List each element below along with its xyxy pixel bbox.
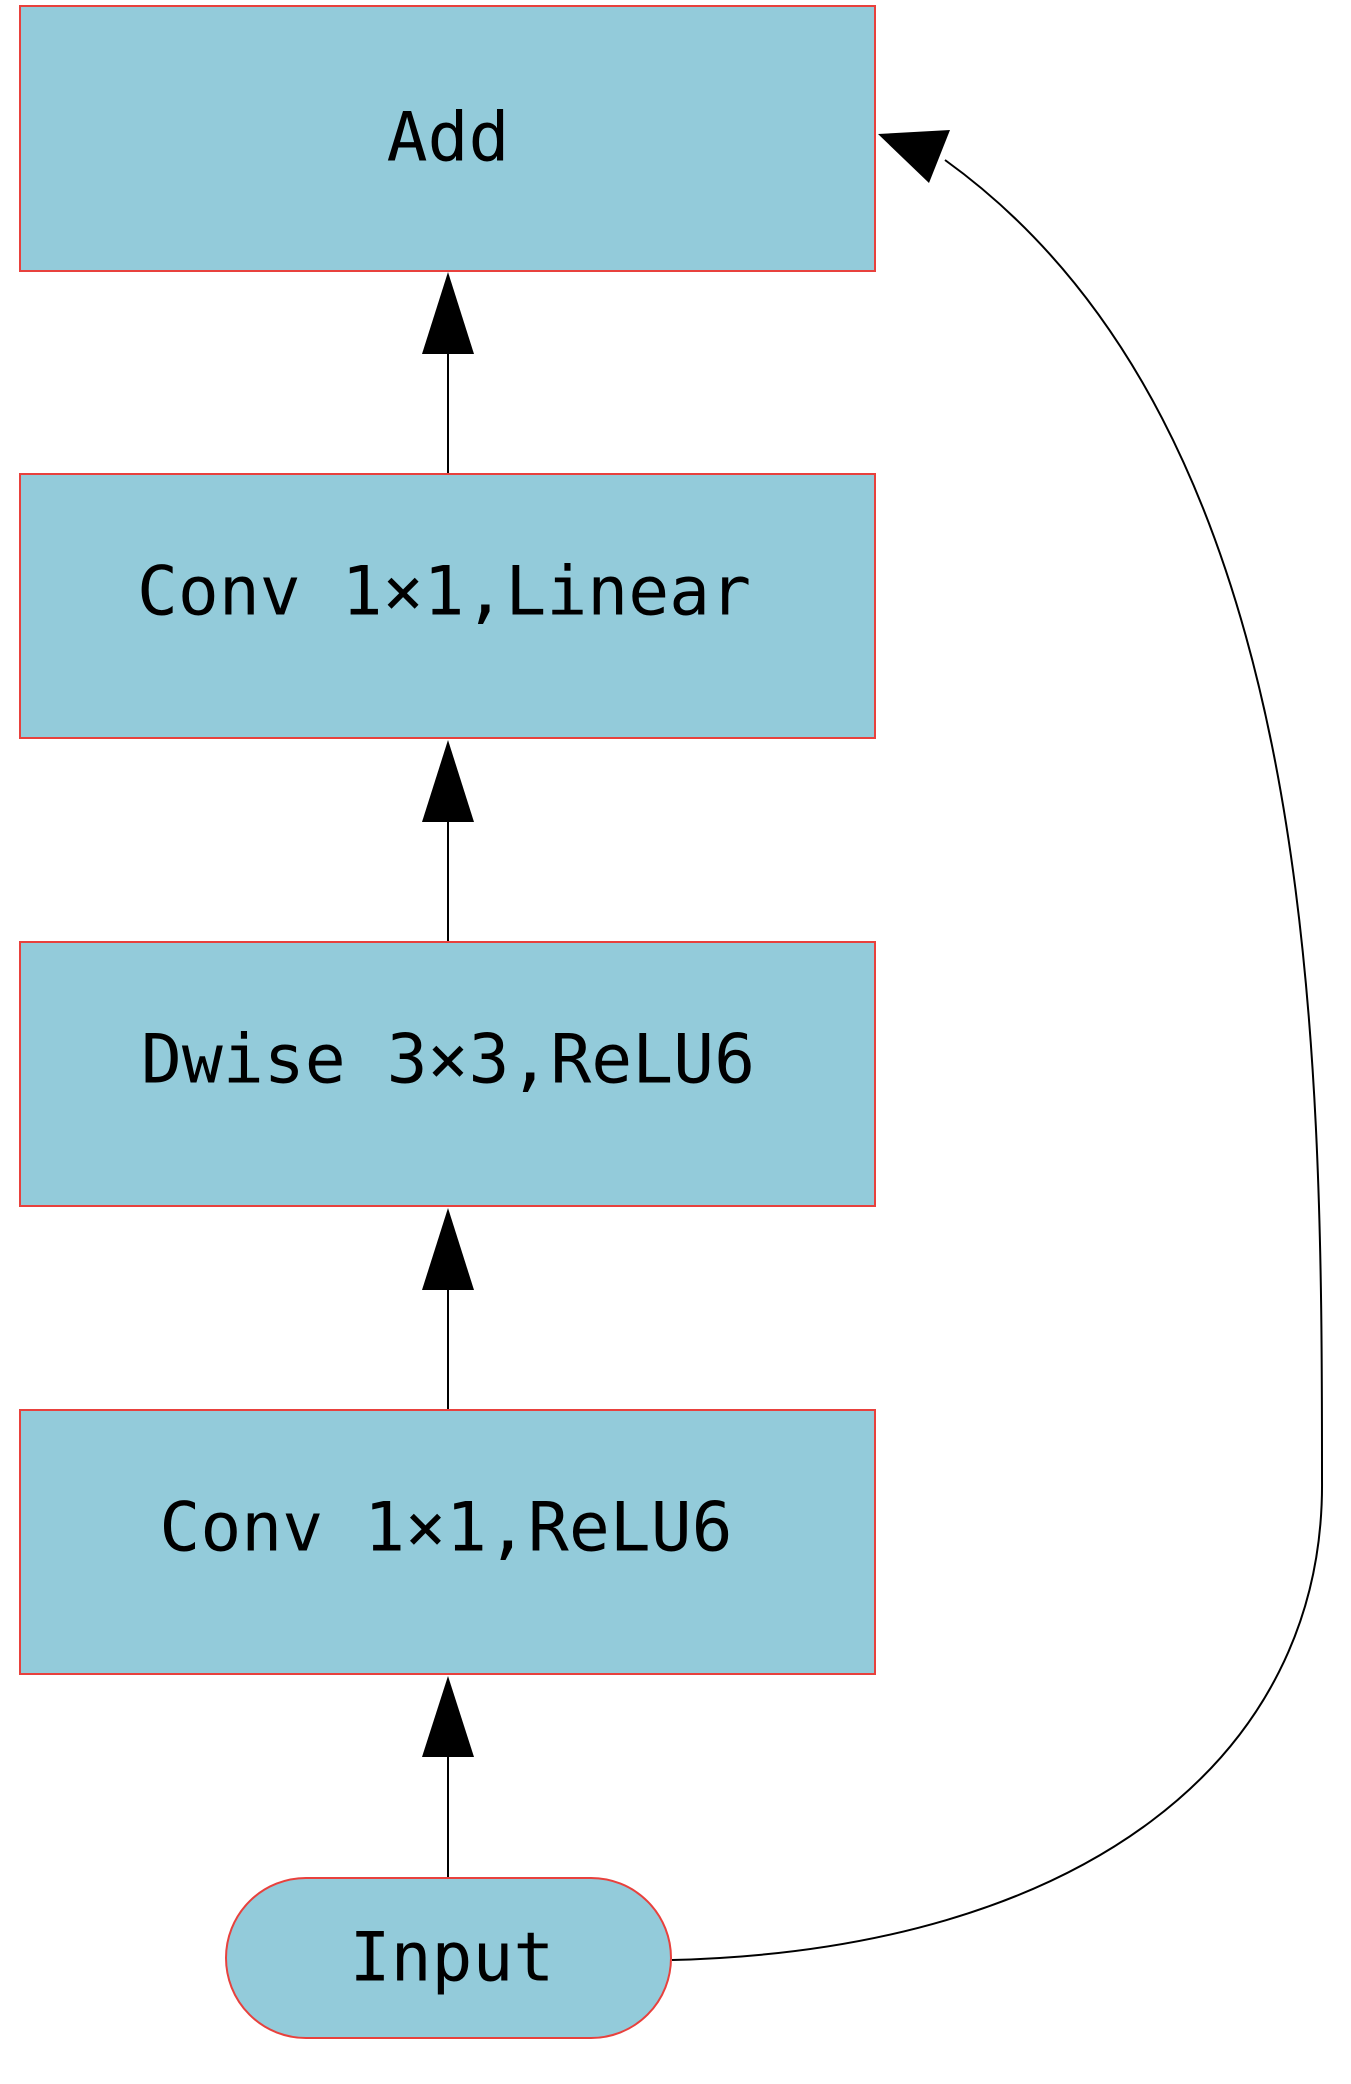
arrowhead-to-dwise: [422, 1208, 474, 1290]
node-dwise-label: Dwise 3×3,ReLU6: [141, 1021, 755, 1100]
arrowhead-to-add: [422, 272, 474, 354]
arrowhead-skip-connection: [878, 130, 950, 183]
node-input-box: [225, 1877, 672, 2039]
node-input-label: Input: [350, 1919, 555, 1998]
arrowhead-to-conv-linear: [422, 740, 474, 822]
node-add-box: [19, 5, 876, 272]
arrowhead-to-conv-relu6: [422, 1676, 474, 1757]
node-conv-relu6-box: [19, 1409, 876, 1675]
node-conv-linear-label: Conv 1×1,Linear: [137, 553, 751, 632]
edge-skip-connection: [671, 159, 1324, 1961]
node-conv-relu6-label: Conv 1×1,ReLU6: [159, 1489, 732, 1568]
node-conv-linear-box: [19, 473, 876, 739]
node-dwise-box: [19, 941, 876, 1207]
node-add-label: Add: [387, 99, 510, 178]
